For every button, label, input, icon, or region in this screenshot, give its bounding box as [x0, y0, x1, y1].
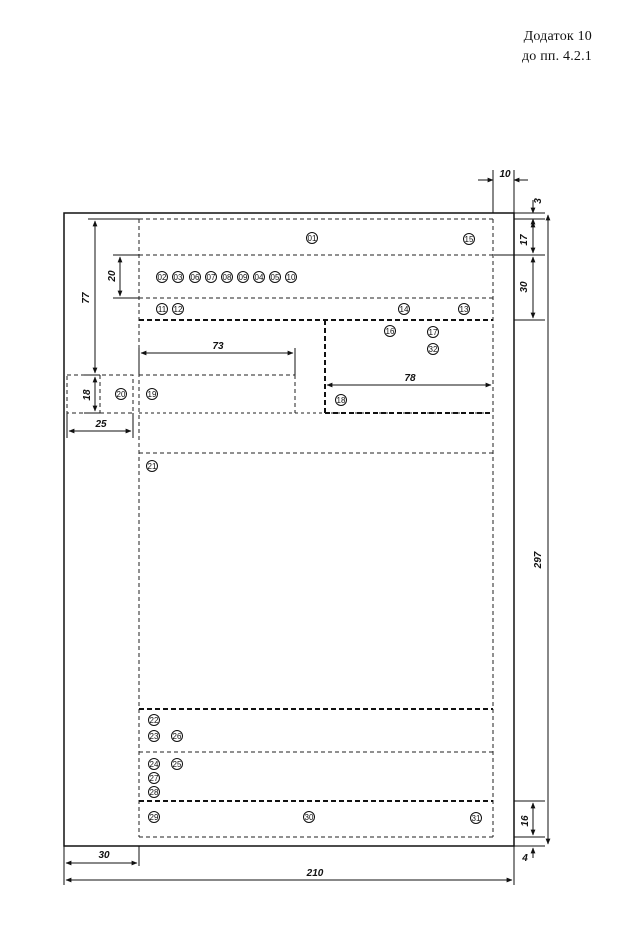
svg-text:22: 22: [150, 716, 159, 725]
dim-label-h18: 18: [82, 389, 93, 401]
svg-text:12: 12: [174, 305, 183, 314]
dim-label-w30: 30: [98, 850, 110, 861]
dim-label-h297: 297: [533, 551, 544, 569]
marker-09: 09: [237, 271, 249, 283]
dim-label-w210: 210: [306, 868, 324, 879]
svg-text:09: 09: [239, 273, 248, 282]
extension-lines: [63, 170, 545, 885]
svg-text:16: 16: [386, 327, 395, 336]
marker-32: 32: [427, 343, 439, 355]
svg-text:29: 29: [150, 813, 159, 822]
svg-text:04: 04: [255, 273, 264, 282]
svg-text:08: 08: [223, 273, 232, 282]
marker-31: 31: [470, 812, 482, 824]
marker-26: 26: [171, 730, 183, 742]
dim-label-h3: 3: [533, 198, 544, 204]
dim-label-h4: 4: [521, 853, 528, 864]
svg-text:20: 20: [117, 390, 126, 399]
svg-text:17: 17: [429, 328, 438, 337]
dim-label-h17: 17: [519, 234, 530, 246]
svg-text:07: 07: [207, 273, 216, 282]
form-frame: [66, 218, 494, 838]
marker-11: 11: [156, 303, 168, 315]
marker-01: 01: [306, 232, 318, 244]
dim-label-h77: 77: [81, 292, 92, 304]
svg-text:23: 23: [150, 732, 159, 741]
marker-21: 21: [146, 460, 158, 472]
svg-text:27: 27: [150, 774, 159, 783]
dim-label-w78: 78: [404, 373, 416, 384]
marker-15: 15: [463, 233, 475, 245]
marker-05: 05: [269, 271, 281, 283]
svg-text:06: 06: [191, 273, 200, 282]
marker-19: 19: [146, 388, 158, 400]
svg-text:19: 19: [148, 390, 157, 399]
dim-label-w25: 25: [94, 419, 107, 430]
svg-text:14: 14: [400, 305, 409, 314]
svg-text:21: 21: [148, 462, 157, 471]
marker-18: 18: [335, 394, 347, 406]
svg-text:25: 25: [173, 760, 182, 769]
svg-text:03: 03: [174, 273, 183, 282]
marker-14: 14: [398, 303, 410, 315]
page-outline: [63, 212, 515, 847]
marker-04: 04: [253, 271, 265, 283]
marker-23: 23: [148, 730, 160, 742]
svg-text:15: 15: [465, 235, 474, 244]
svg-text:31: 31: [472, 814, 481, 823]
svg-text:11: 11: [158, 305, 167, 314]
svg-text:18: 18: [337, 396, 346, 405]
dim-label-w10: 10: [499, 169, 511, 180]
marker-24: 24: [148, 758, 160, 770]
dim-label-h20: 20: [107, 270, 118, 283]
marker-06: 06: [189, 271, 201, 283]
svg-text:30: 30: [305, 813, 314, 822]
svg-text:32: 32: [429, 345, 438, 354]
dimension-arrows: [65, 177, 551, 883]
section-separators: [139, 319, 493, 802]
marker-13: 13: [458, 303, 470, 315]
dim-label-w73: 73: [212, 341, 224, 352]
svg-text:13: 13: [460, 305, 469, 314]
svg-text:02: 02: [158, 273, 167, 282]
marker-29: 29: [148, 811, 160, 823]
marker-27: 27: [148, 772, 160, 784]
marker-08: 08: [221, 271, 233, 283]
svg-text:26: 26: [173, 732, 182, 741]
svg-text:10: 10: [287, 273, 296, 282]
svg-text:01: 01: [308, 234, 317, 243]
marker-07: 07: [205, 271, 217, 283]
appendix-title: Додаток 10: [523, 29, 592, 44]
marker-16: 16: [384, 325, 396, 337]
marker-20: 20: [115, 388, 127, 400]
marker-12: 12: [172, 303, 184, 315]
marker-03: 03: [172, 271, 184, 283]
svg-text:28: 28: [150, 788, 159, 797]
marker-17: 17: [427, 326, 439, 338]
dim-label-h16: 16: [520, 815, 531, 827]
marker-28: 28: [148, 786, 160, 798]
marker-30: 30: [303, 811, 315, 823]
marker-22: 22: [148, 714, 160, 726]
dim-label-h30: 30: [519, 281, 530, 293]
appendix-reference: до пп. 4.2.1: [521, 49, 592, 64]
marker-25: 25: [171, 758, 183, 770]
svg-text:05: 05: [271, 273, 280, 282]
marker-02: 02: [156, 271, 168, 283]
marker-10: 10: [285, 271, 297, 283]
svg-text:24: 24: [150, 760, 159, 769]
